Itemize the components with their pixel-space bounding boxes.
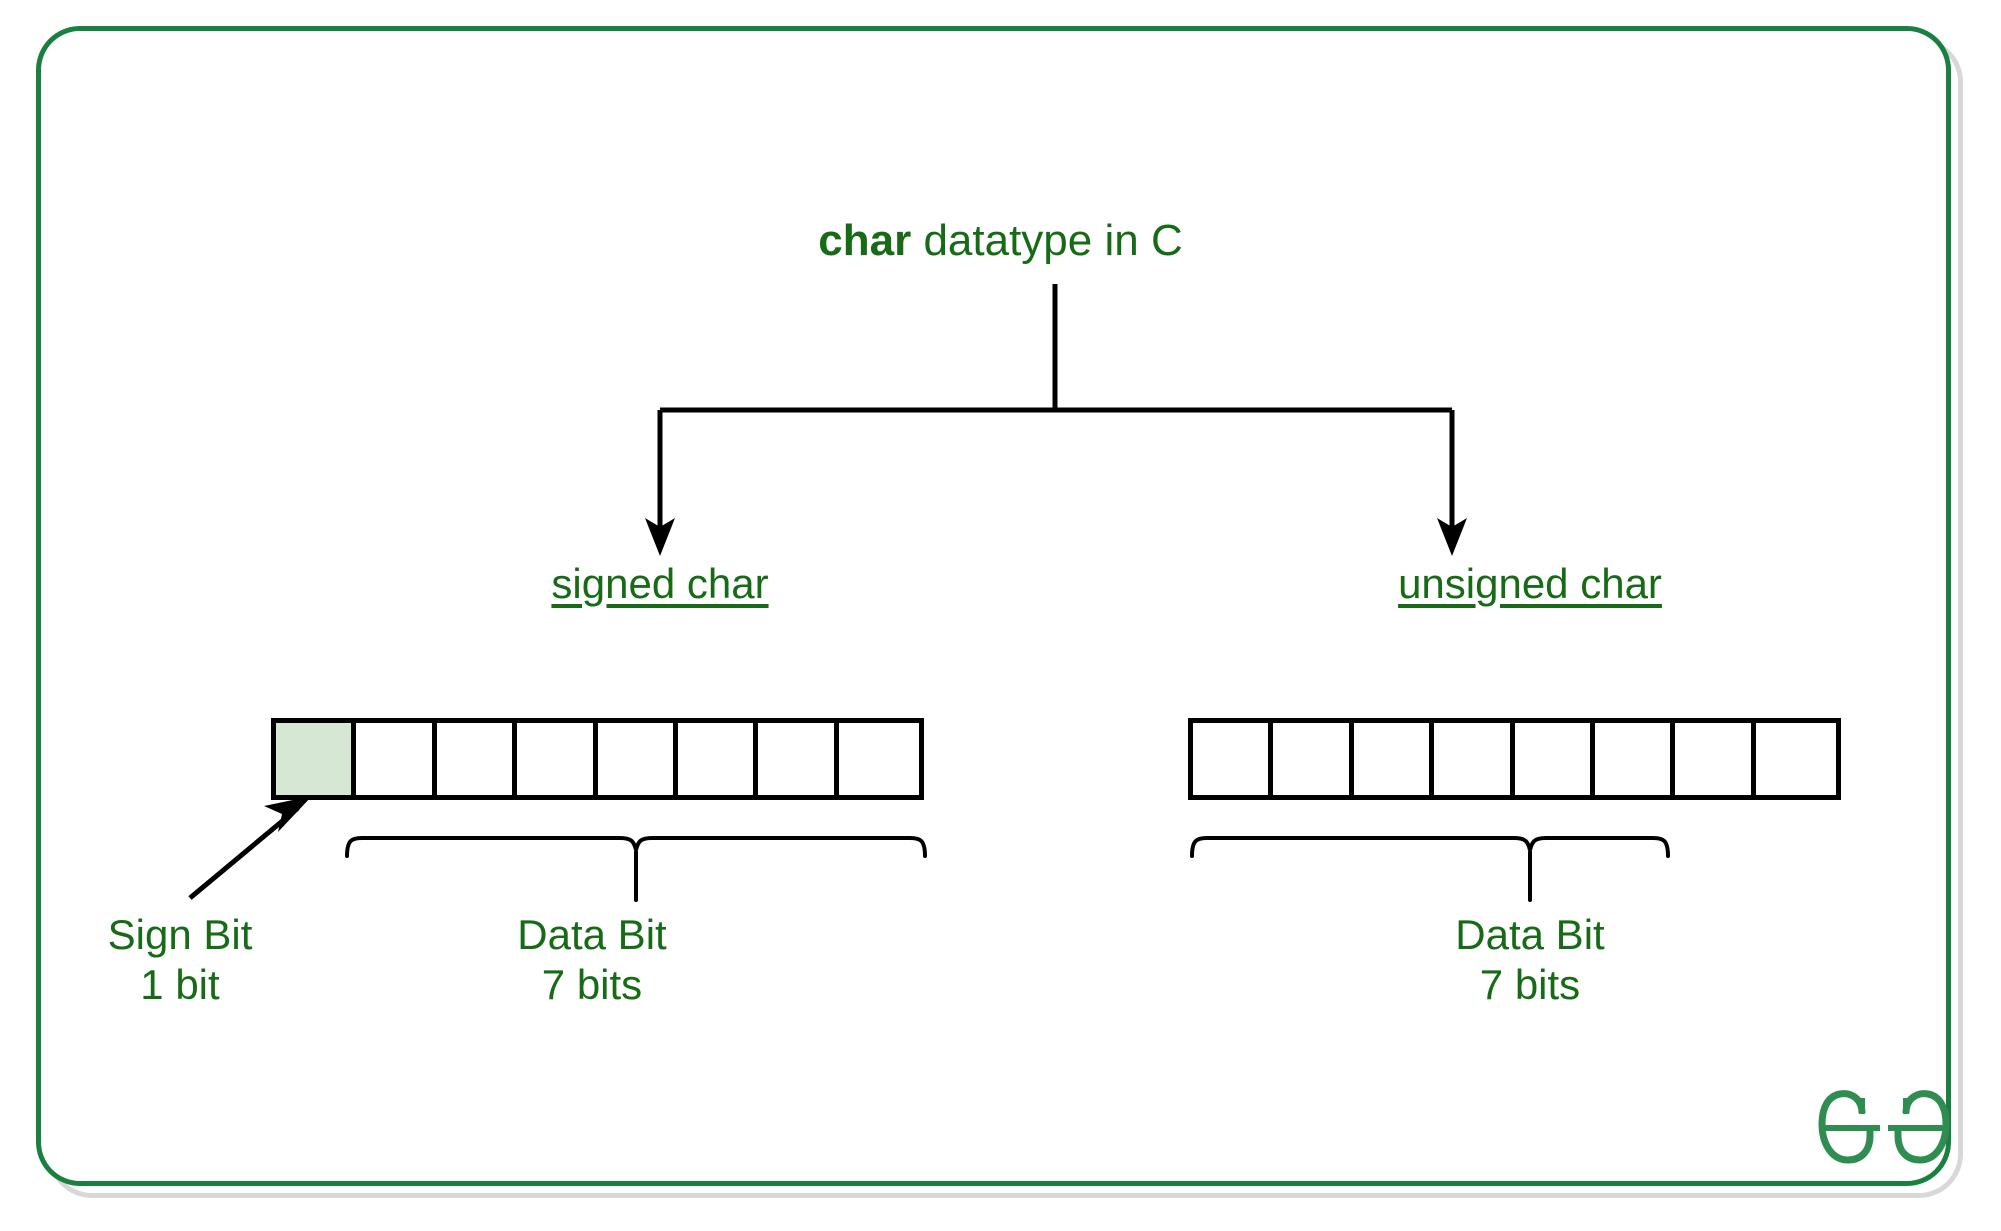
bit-cell-data: [1434, 723, 1515, 795]
bit-cell-data: [838, 723, 919, 795]
caption-sign-bit-line1: Sign Bit: [107, 911, 253, 958]
bit-row-signed-char: [271, 718, 924, 800]
caption-sign-bit-line2: 1 bit: [140, 961, 220, 1009]
frame-border: [36, 26, 1951, 1186]
bit-cell-data: [1193, 723, 1274, 795]
title-rest-part: datatype in C: [911, 216, 1183, 265]
title-bold-part: char: [818, 216, 912, 265]
caption-data-bit-unsigned-line2: 7 bits: [1479, 961, 1581, 1009]
branch-label-signed-char: signed char: [551, 560, 769, 607]
bit-cell-data: [597, 723, 678, 795]
bit-cell-data: [1353, 723, 1435, 795]
bit-cell-data: [1675, 723, 1756, 795]
bit-cell-data: [1514, 723, 1595, 795]
bit-cell-data: [677, 723, 759, 795]
page-title: char datatype in C: [0, 216, 2001, 265]
branch-label-unsigned-char: unsigned char: [1398, 560, 1662, 607]
bit-cell-data: [1755, 723, 1836, 795]
caption-data-bit-unsigned: Data Bit 7 bits: [1340, 910, 1720, 1011]
bit-cell-data: [517, 723, 598, 795]
bit-cell-data: [758, 723, 839, 795]
bit-cell-data: [1594, 723, 1676, 795]
bit-cell-data: [1273, 723, 1354, 795]
bit-cell-data: [436, 723, 518, 795]
bit-row-unsigned-char: [1188, 718, 1841, 800]
caption-data-bit-signed: Data Bit 7 bits: [402, 910, 782, 1011]
bit-cell-data: [356, 723, 437, 795]
caption-sign-bit: Sign Bit 1 bit: [0, 910, 360, 1011]
geeksforgeeks-logo: [1818, 1090, 1950, 1164]
bit-cell-sign: [276, 723, 357, 795]
caption-data-bit-unsigned-line1: Data Bit: [1455, 911, 1605, 958]
caption-data-bit-signed-line1: Data Bit: [517, 911, 667, 958]
caption-data-bit-signed-line2: 7 bits: [541, 961, 643, 1009]
